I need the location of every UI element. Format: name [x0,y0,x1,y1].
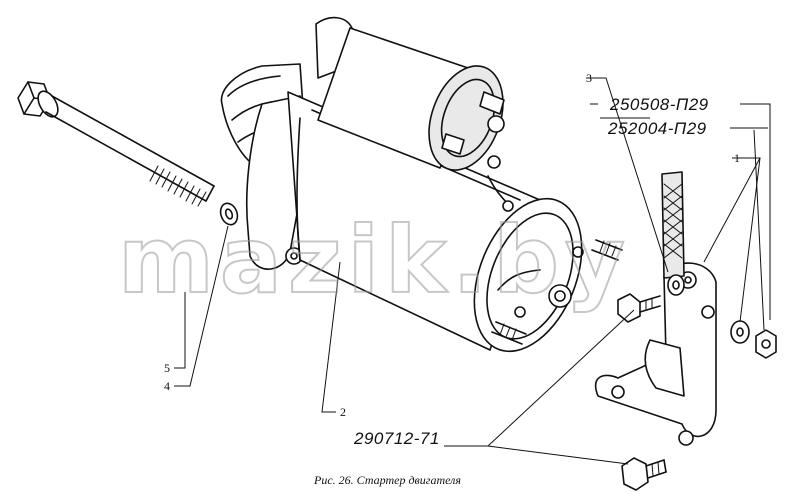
callout-3: 3 [586,71,592,85]
callout-2: 2 [340,405,346,419]
callout-1: 1 [734,151,740,165]
bolt-mid [617,293,661,323]
washer-3 [667,274,685,296]
watermark-text: mazik.by [118,207,631,314]
washer-250508 [730,320,750,344]
ground-strap [661,171,685,279]
long-bolt [17,81,215,207]
label-290712: 290712-71 [353,429,440,448]
label-252004: 252004-П29 [607,119,707,138]
leader-lines [174,77,771,465]
callout-5: 5 [164,361,170,375]
washer-4 [219,202,239,226]
nut-252004 [755,329,777,359]
label-250508: 250508-П29 [609,95,709,114]
callout-4: 4 [164,379,170,393]
solenoid [315,16,505,171]
figure-caption: Рис. 26. Стартер двигателя [313,473,461,487]
bolt-bottom [621,457,667,491]
mounting-bracket [594,262,717,446]
